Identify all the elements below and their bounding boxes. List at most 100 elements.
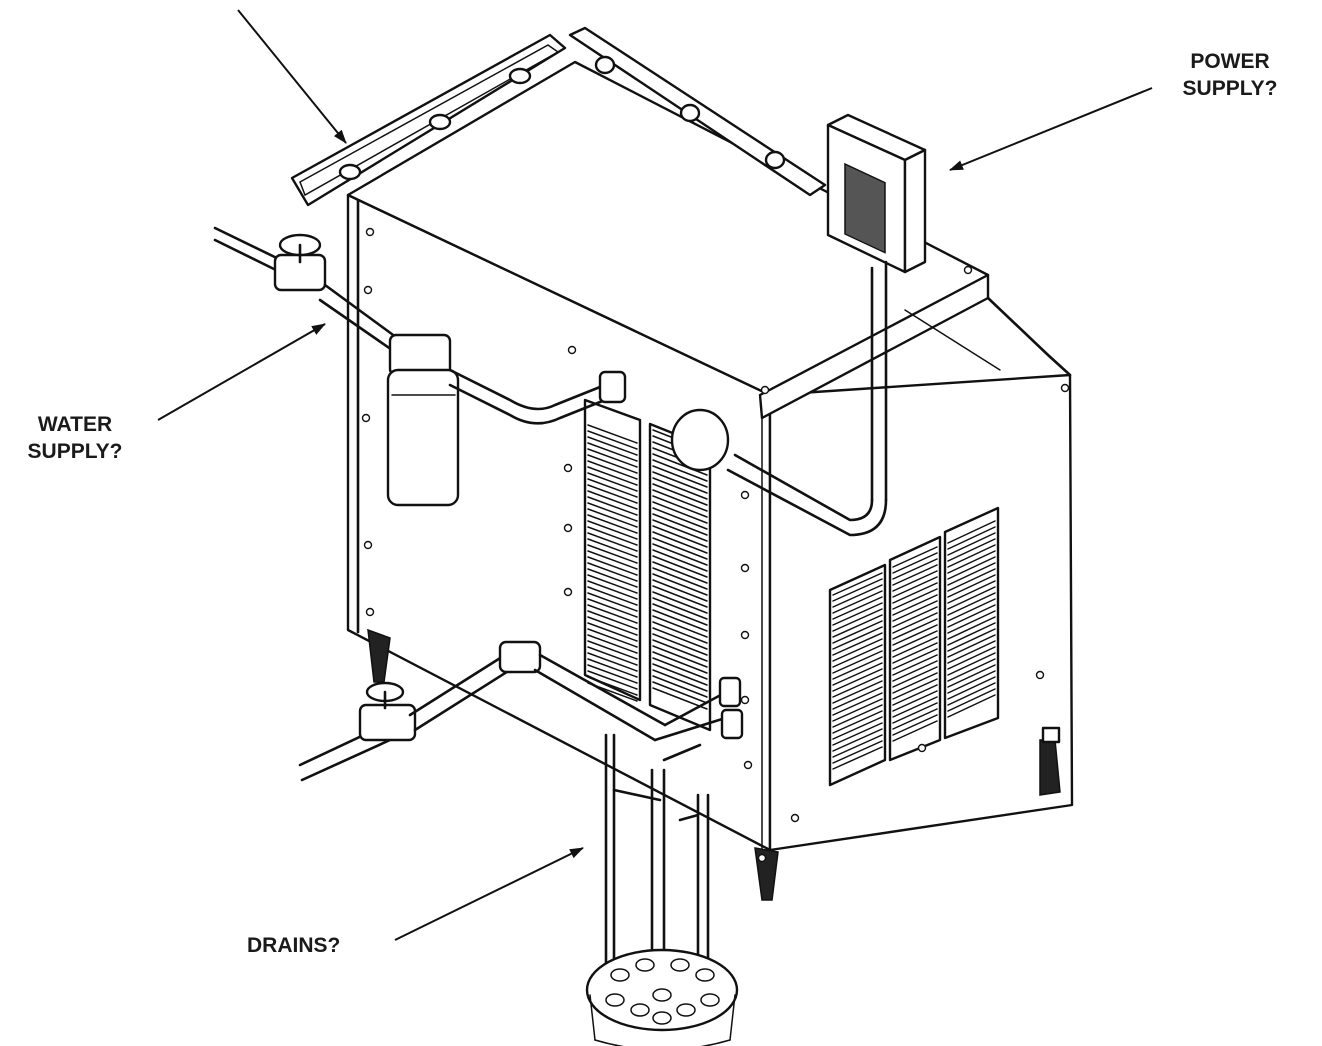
vent-slat [832, 716, 883, 740]
vent-slat [947, 544, 996, 568]
vent-slat [832, 602, 883, 626]
drain-hole [670, 958, 690, 972]
vent-slat [587, 640, 638, 660]
vent-slat [652, 567, 708, 590]
vent-slat [892, 696, 938, 718]
vent-slat [587, 616, 638, 636]
vent-slat [947, 592, 996, 616]
vent-slat [587, 460, 638, 480]
drain-hole [700, 993, 720, 1007]
vent-slat [947, 688, 996, 712]
vent-slat [652, 663, 708, 686]
panel-screws [361, 227, 1070, 863]
vent-slat [587, 586, 638, 606]
vent-slat [947, 622, 996, 646]
vent-slat [947, 574, 996, 598]
vent-slat [947, 616, 996, 640]
vent-slat [587, 580, 638, 600]
leg-left [367, 628, 391, 683]
water-supply-label: WATER SUPPLY? [5, 411, 145, 465]
vent-slat [832, 590, 883, 614]
vent-slat [587, 496, 638, 516]
vent-slat [947, 538, 996, 562]
screw [740, 695, 750, 705]
junction-box [670, 408, 730, 472]
vent-slat [652, 465, 708, 488]
screw [917, 743, 927, 753]
screw [743, 760, 753, 770]
screw [365, 227, 375, 237]
vent-slat [832, 698, 883, 722]
vent-slat [652, 555, 708, 578]
drain-hole [652, 1011, 672, 1025]
vent-slat [892, 702, 938, 724]
vent-slat [947, 520, 996, 544]
power-conduit [670, 408, 888, 537]
vent-slat [652, 459, 708, 482]
drain-hole [652, 988, 672, 1002]
vent-slat [892, 642, 938, 664]
water-supply-arrow [157, 323, 326, 421]
vent-slat [587, 670, 638, 690]
vent-slat [652, 609, 708, 632]
vent-slat [587, 538, 638, 558]
water-filter [386, 368, 460, 507]
vent-slat [832, 608, 883, 632]
vent-slat [892, 570, 938, 592]
vent-slat [947, 586, 996, 610]
power-supply-label-line2: SUPPLY? [1182, 77, 1278, 100]
vent-slat [947, 628, 996, 652]
vent-slat [587, 646, 638, 666]
vent-slat [892, 564, 938, 586]
vent-slat [892, 708, 938, 730]
vent-slat [587, 490, 638, 510]
vent-slat [652, 597, 708, 620]
vent-slat [652, 603, 708, 626]
vent-slat [652, 585, 708, 608]
vent-slat [652, 573, 708, 596]
vent-slat [892, 690, 938, 712]
vent-slat [652, 645, 708, 668]
vent-slat [652, 477, 708, 500]
screw [563, 523, 573, 533]
screw [363, 540, 373, 550]
vent-slat [587, 484, 638, 504]
vent-slat [587, 556, 638, 576]
vent-slat [947, 652, 996, 676]
vent-slat [587, 424, 638, 444]
vent-slat [947, 664, 996, 688]
water-supply-label-line2: SUPPLY? [27, 440, 123, 463]
vent-slat [587, 532, 638, 552]
vent-slat [832, 614, 883, 638]
vent-slat [832, 674, 883, 698]
power-supply-arrow [949, 87, 1153, 171]
drain-hole [605, 993, 625, 1007]
vent-slat [832, 584, 883, 608]
vent-slat [832, 572, 883, 596]
vent-slat [652, 681, 708, 704]
vent-slat [892, 546, 938, 568]
vent-slat [652, 561, 708, 584]
vent-slat [587, 604, 638, 624]
vent-slat [587, 478, 638, 498]
vent-slat [947, 646, 996, 670]
vent-slat [947, 568, 996, 592]
drain-hole [635, 958, 655, 972]
vent-slat [947, 532, 996, 556]
vent-slat [832, 596, 883, 620]
vent-slat [652, 669, 708, 692]
vent-slat [587, 466, 638, 486]
vent-slat [947, 670, 996, 694]
vent-slat [587, 454, 638, 474]
screw [563, 587, 573, 597]
vent-slat [587, 442, 638, 462]
vent-slat [587, 448, 638, 468]
vent-slat [587, 664, 638, 684]
vent-slat [892, 714, 938, 736]
vent-slat [652, 489, 708, 512]
vent-slat [892, 576, 938, 598]
vent-slat [947, 598, 996, 622]
vent-slat [832, 710, 883, 734]
vent-slat [892, 648, 938, 670]
